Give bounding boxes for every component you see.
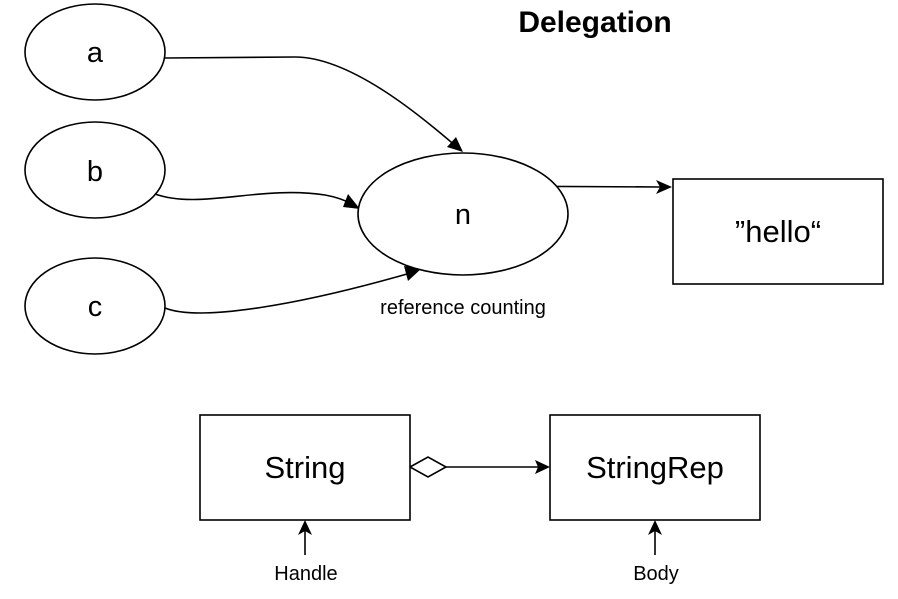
reference-counting-label: reference counting bbox=[380, 297, 546, 319]
node-n-label: n bbox=[455, 199, 471, 231]
node-string: String bbox=[199, 414, 411, 521]
node-hello: ”hello“ bbox=[672, 178, 884, 285]
arrowhead-handle-to-string bbox=[298, 520, 312, 535]
node-stringrep: StringRep bbox=[549, 414, 761, 521]
arrowhead-n-to-hello bbox=[656, 180, 672, 194]
node-a-label: a bbox=[87, 37, 104, 69]
node-b-label: b bbox=[87, 156, 103, 188]
node-b: b bbox=[24, 121, 166, 219]
aggregation-diamond-icon bbox=[408, 456, 448, 478]
arrowhead-a-to-n bbox=[447, 137, 463, 152]
diagram-title: Delegation bbox=[518, 6, 671, 39]
edge-c-to-n bbox=[164, 271, 415, 314]
handle-label: Handle bbox=[274, 563, 337, 585]
arrowhead-body-to-stringrep bbox=[648, 520, 662, 535]
node-a: a bbox=[24, 3, 166, 101]
node-stringrep-label: StringRep bbox=[586, 450, 724, 485]
node-hello-label: ”hello“ bbox=[735, 214, 821, 249]
node-string-label: String bbox=[265, 450, 346, 485]
edge-a-to-n bbox=[164, 56, 459, 149]
arrowhead-b-to-n bbox=[343, 194, 360, 209]
node-c: c bbox=[24, 257, 166, 355]
arrowhead-string-to-stringrep bbox=[535, 460, 550, 474]
node-c-label: c bbox=[88, 291, 103, 323]
edge-b-to-n bbox=[154, 191, 355, 206]
node-n: n bbox=[357, 152, 569, 276]
body-label: Body bbox=[633, 563, 679, 585]
